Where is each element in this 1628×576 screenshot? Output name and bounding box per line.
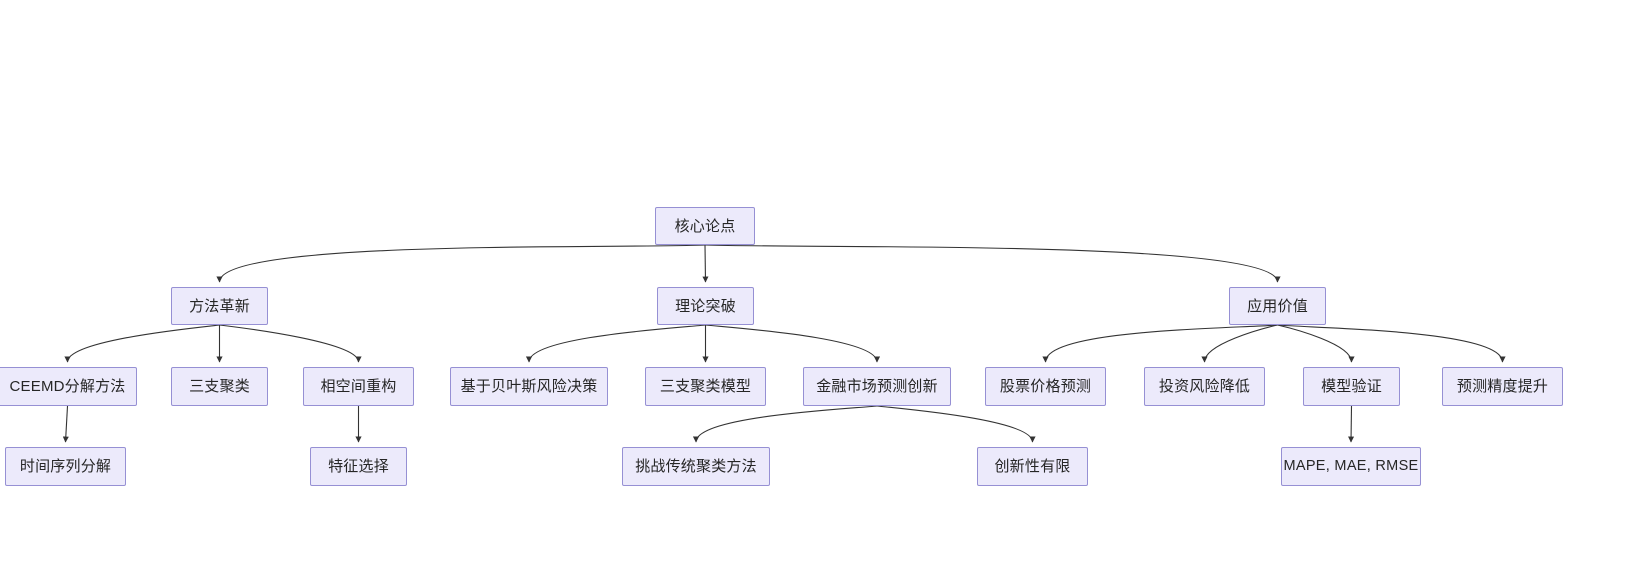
flow-edge-l2b-to-l3b3 (705, 324, 880, 363)
flow-node-l4b2[interactable]: 创新性有限 (977, 447, 1088, 486)
flow-node-label: 金融市场预测创新 (816, 378, 938, 395)
flow-node-l3b1[interactable]: 基于贝叶斯风险决策 (450, 367, 608, 406)
flow-edge-l3b3-to-l4b1 (693, 405, 878, 443)
flow-node-label: 理论突破 (675, 297, 736, 315)
flow-node-root[interactable]: 核心论点 (655, 207, 755, 245)
flow-edge-l2c-to-l3c4 (1277, 324, 1506, 363)
flow-node-label: 三支聚类模型 (659, 378, 752, 395)
flow-edge-l2b-to-l3b1 (526, 324, 706, 363)
flow-node-l4a2[interactable]: 特征选择 (310, 447, 407, 486)
flow-node-l3b3[interactable]: 金融市场预测创新 (803, 367, 951, 406)
flow-node-label: 特征选择 (328, 458, 389, 475)
flow-node-label: 投资风险降低 (1158, 378, 1251, 395)
flow-node-label: MAPE, MAE, RMSE (1283, 458, 1419, 475)
flow-node-label: 核心论点 (674, 217, 736, 235)
flow-node-l2b[interactable]: 理论突破 (657, 287, 754, 325)
flow-edge-root-to-l2b (702, 244, 709, 283)
flow-edge-l2c-to-l3c1 (1042, 324, 1278, 363)
edges-group (62, 244, 1506, 443)
flow-node-l2a[interactable]: 方法革新 (171, 287, 268, 325)
flow-node-label: 三支聚类 (189, 378, 250, 395)
flow-node-l3c3[interactable]: 模型验证 (1303, 367, 1400, 406)
flow-node-label: CEEMD分解方法 (9, 378, 126, 395)
flow-node-label: 相空间重构 (320, 378, 397, 395)
flow-node-label: 基于贝叶斯风险决策 (460, 378, 598, 395)
flow-node-l3a1[interactable]: CEEMD分解方法 (0, 367, 137, 406)
flow-node-l3a3[interactable]: 相空间重构 (303, 367, 414, 406)
flow-node-l3b2[interactable]: 三支聚类模型 (645, 367, 766, 406)
flow-node-l2c[interactable]: 应用价值 (1229, 287, 1326, 325)
flow-node-label: 股票价格预测 (999, 378, 1092, 395)
flow-node-label: 时间序列分解 (19, 458, 112, 475)
flow-edge-l3a1-to-l4a1 (62, 405, 69, 443)
flow-edge-l3c3-to-l4c1 (1348, 405, 1355, 443)
flow-node-l3c4[interactable]: 预测精度提升 (1442, 367, 1563, 406)
flow-node-label: 创新性有限 (994, 458, 1071, 475)
flow-edge-l2a-to-l3a1 (64, 324, 220, 363)
flow-node-label: 应用价值 (1247, 297, 1308, 315)
flow-edge-root-to-l2a (216, 244, 706, 283)
flow-node-l3c2[interactable]: 投资风险降低 (1144, 367, 1265, 406)
flow-node-l4b1[interactable]: 挑战传统聚类方法 (622, 447, 770, 486)
flow-edge-root-to-l2c (704, 244, 1281, 283)
flow-node-label: 方法革新 (189, 297, 250, 315)
flow-node-label: 模型验证 (1321, 378, 1382, 395)
flow-node-label: 挑战传统聚类方法 (635, 458, 757, 475)
flow-node-l4c1[interactable]: MAPE, MAE, RMSE (1281, 447, 1421, 486)
flow-node-l4a1[interactable]: 时间序列分解 (5, 447, 126, 486)
flow-node-l3c1[interactable]: 股票价格预测 (985, 367, 1106, 406)
flow-edge-l2a-to-l3a3 (219, 324, 362, 363)
flow-edge-l2c-to-l3c2 (1201, 324, 1278, 363)
flow-node-label: 预测精度提升 (1456, 378, 1549, 395)
flow-edge-l3b3-to-l4b2 (876, 405, 1036, 443)
flow-node-l3a2[interactable]: 三支聚类 (171, 367, 268, 406)
flow-edge-l2c-to-l3c3 (1277, 324, 1355, 363)
